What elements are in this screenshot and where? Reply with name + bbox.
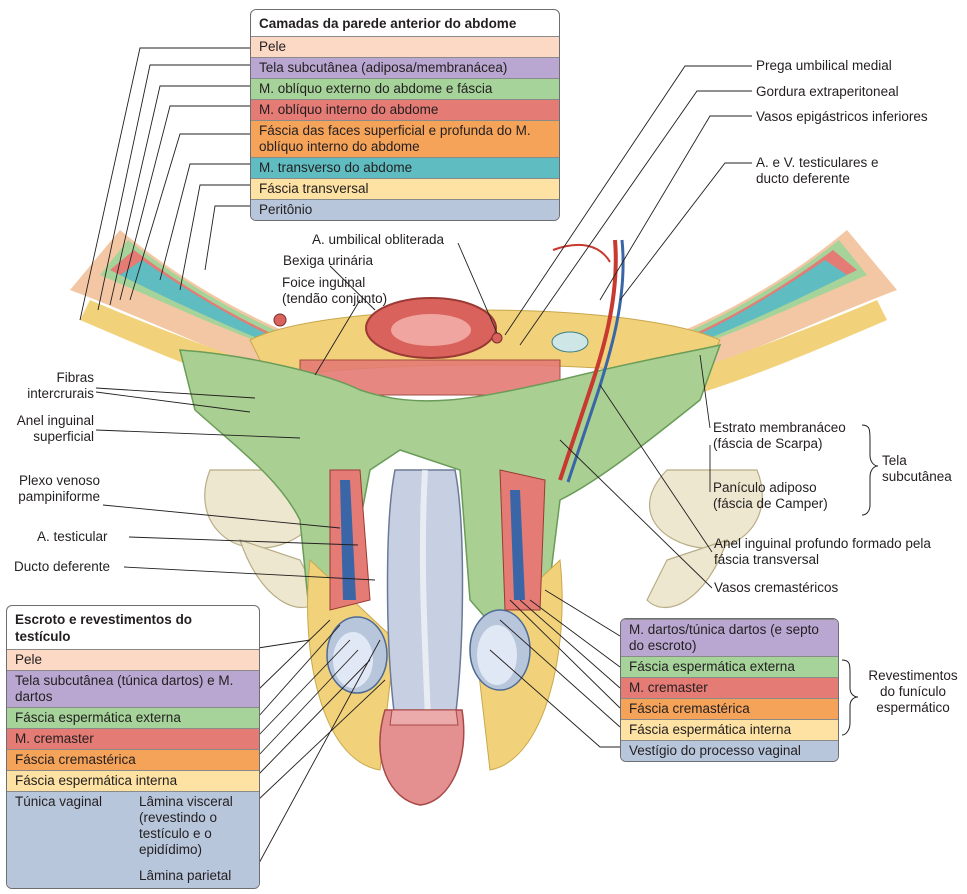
scrotum-legend: Escroto e revestimentos do testículo Pel… <box>6 605 260 889</box>
tela-brace <box>861 424 879 516</box>
label-camper: Panículo adiposo (fáscia de Camper) <box>713 480 828 511</box>
label-umbilical-artery: A. umbilical obliterada <box>312 232 445 247</box>
label-tela-subcutanea: Tela subcutânea <box>882 453 952 484</box>
testicular-vessels <box>558 239 618 481</box>
scrotal-layer-row: Fáscia espermática interna <box>7 770 259 791</box>
abdominal-layer-row: Pele <box>251 36 559 57</box>
label-scarpa: Estrato membranáceo (fáscia de Scarpa) <box>713 420 846 451</box>
label-bladder: Bexiga urinária <box>283 253 374 268</box>
label-pampiniform: Plexo venoso pampiniforme <box>18 473 100 504</box>
cord-covering-row: M. dartos/túnica dartos (e septo do escr… <box>621 619 838 656</box>
cord-covering-row: M. cremaster <box>621 677 838 698</box>
cord-covering-row: Fáscia cremastérica <box>621 698 838 719</box>
label-extraperitoneal-fat: Gordura extraperitoneal <box>756 84 899 99</box>
scrotal-layer-row: Fáscia espermática externa <box>7 707 259 728</box>
label-inguinal-falx: Foice inguinal (tendão conjunto) <box>282 275 388 306</box>
abdominal-layer-row: M. oblíquo externo do abdome e fáscia <box>251 78 559 99</box>
abdominal-layer-row: Peritônio <box>251 199 559 220</box>
scrotal-layer-row: Tela subcutânea (túnica dartos) e M. dar… <box>7 670 259 707</box>
label-testicular-artery: A. testicular <box>37 529 108 544</box>
abdominal-layer-row: Fáscia transversal <box>251 178 559 199</box>
abdominal-layer-row: M. oblíquo interno do abdome <box>251 99 559 120</box>
label-cremasteric-vessels: Vasos cremastéricos <box>714 580 839 595</box>
scrotal-layer-row: Fáscia cremastérica <box>7 749 259 770</box>
abdominal-layer-row: Fáscia das faces superficial e profunda … <box>251 120 559 157</box>
tunica-parietal-label: Lâmina parietal <box>139 868 232 883</box>
label-superficial-ring: Anel inguinal superficial <box>16 413 94 444</box>
tunica-vaginalis-label: Túnica vaginal <box>15 794 103 809</box>
scrotal-layer-row: Pele <box>7 649 259 670</box>
abdominal-wall-legend: Camadas da parede anterior do abdome Pel… <box>250 9 560 221</box>
label-epigastric-vessels: Vasos epigástricos inferiores <box>756 109 928 124</box>
label-deep-ring: Anel inguinal profundo formado pela fásc… <box>714 536 931 567</box>
testis <box>326 609 531 694</box>
label-ductus-deferens: Ducto deferente <box>14 559 111 574</box>
scrotum-legend-title: Escroto e revestimentos do testículo <box>15 612 193 644</box>
tunica-visceral-label: Lâmina visceral (revestindo o testículo … <box>139 794 233 857</box>
testicular-vein <box>566 239 625 483</box>
abdominal-wall-legend-title: Camadas da parede anterior do abdome <box>259 16 517 31</box>
label-intercrural: Fibras intercrurais <box>27 370 94 401</box>
cord-covering-row: Vestígio do processo vaginal <box>621 740 838 761</box>
tunica-vaginalis-row: Túnica vaginal Lâmina visceral (revestin… <box>7 791 259 888</box>
cord-covering-row: Fáscia espermática externa <box>621 656 838 677</box>
ductus-loop <box>552 243 611 263</box>
abdominal-layer-row: Tela subcutânea (adiposa/membranácea) <box>251 57 559 78</box>
cord-brace <box>841 659 859 736</box>
cord-legend: M. dartos/túnica dartos (e septo do escr… <box>620 618 839 762</box>
cord-brace-label: Revestimentos do funículo espermático <box>868 668 958 715</box>
label-medial-fold: Prega umbilical medial <box>756 58 892 73</box>
penis <box>379 469 465 806</box>
bladder-region <box>249 297 721 396</box>
label-testicular-vessels: A. e V. testiculares e ducto deferente <box>756 155 879 186</box>
scrotal-layer-row: M. cremaster <box>7 728 259 749</box>
cord-covering-row: Fáscia espermática interna <box>621 719 838 740</box>
leader-lines <box>79 47 752 866</box>
abdominal-layer-row: M. transverso do abdome <box>251 157 559 178</box>
